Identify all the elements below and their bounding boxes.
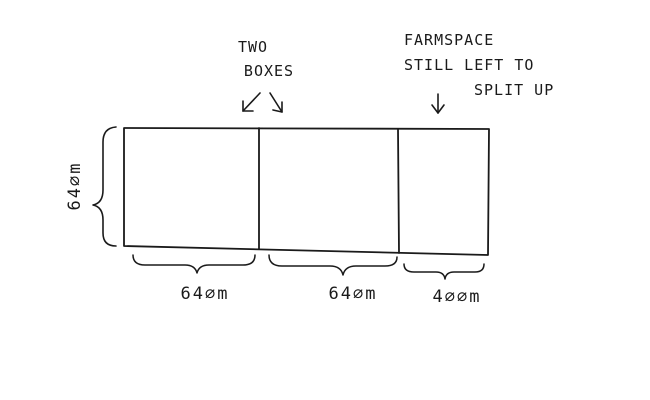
remainder-width-brace: [403, 263, 485, 280]
remaining-label-line2: STILL LEFT TO: [404, 56, 534, 74]
box1-width-label: 64∅m: [181, 284, 230, 304]
farm-outline: [123, 127, 490, 256]
remaining-label-line1: FARMSPACE: [404, 31, 494, 49]
two-boxes-label-line1: TWO: [238, 38, 268, 56]
height-brace: [92, 126, 117, 247]
box2-width-brace: [268, 254, 398, 276]
arrow-to-box2: [269, 92, 283, 113]
remainder-width-label: 4∅∅m: [433, 287, 482, 307]
arrow-to-remainder: [431, 93, 445, 114]
two-boxes-label-line2: BOXES: [244, 62, 294, 80]
height-label: 64∅m: [65, 162, 85, 211]
remaining-label-line3: SPLIT UP: [474, 81, 554, 99]
box1-width-brace: [132, 254, 256, 274]
box2-width-label: 64∅m: [329, 284, 378, 304]
arrow-to-box1: [242, 92, 261, 112]
box-divider-2: [397, 128, 400, 254]
